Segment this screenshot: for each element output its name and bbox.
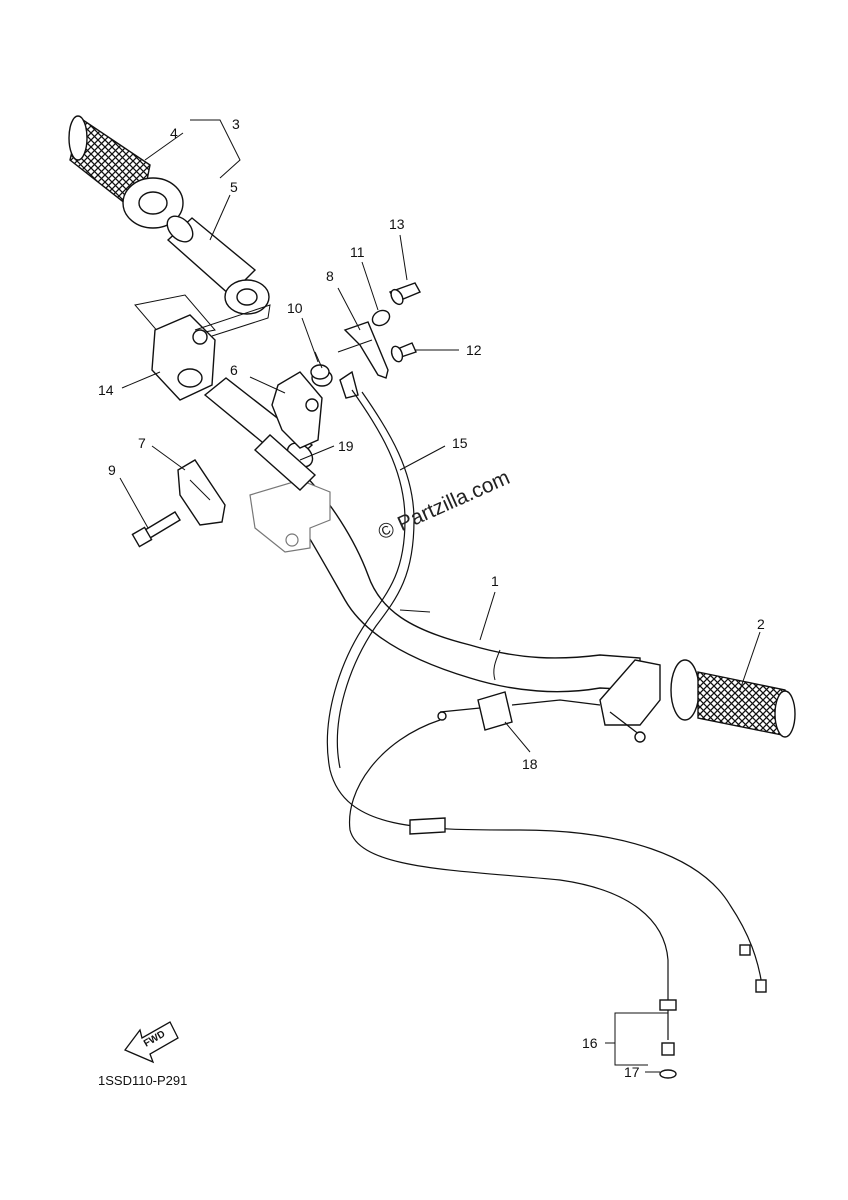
callout-3: 3	[232, 116, 240, 132]
callout-5: 5	[230, 179, 238, 195]
lever-perch	[599, 659, 661, 743]
fwd-arrow-icon: FWD	[123, 1021, 179, 1064]
callouts: 1 2 3 4 5 6 7 8 9 10 11 12 13 14 15 16 1…	[98, 116, 765, 1080]
callout-19: 19	[338, 438, 354, 454]
callout-13: 13	[389, 216, 405, 232]
callout-15: 15	[452, 435, 468, 451]
callout-16: 16	[582, 1035, 598, 1051]
leader-lines	[119, 119, 761, 1073]
cable-guide	[271, 371, 323, 449]
watermark: © Partzilla.com	[375, 466, 514, 545]
throttle-tube-exploded	[166, 215, 270, 315]
callout-2: 2	[757, 616, 765, 632]
callout-17: 17	[624, 1064, 640, 1080]
callout-4: 4	[170, 125, 178, 141]
spring	[310, 351, 333, 387]
callout-12: 12	[466, 342, 482, 358]
screw-13	[388, 282, 421, 306]
callout-1: 1	[491, 573, 499, 589]
throttle-tube	[203, 377, 317, 491]
callout-8: 8	[326, 268, 334, 284]
callout-18: 18	[522, 756, 538, 772]
nut-11	[371, 309, 391, 327]
callout-14: 14	[98, 382, 114, 398]
bar-clamp-ghost	[249, 479, 331, 553]
callout-10: 10	[287, 300, 303, 316]
throttle-cable	[326, 370, 767, 993]
callout-9: 9	[108, 462, 116, 478]
right-grip	[670, 659, 796, 738]
callout-6: 6	[230, 362, 238, 378]
callout-7: 7	[138, 435, 146, 451]
callout-11: 11	[350, 244, 365, 260]
cable-adjuster	[437, 691, 601, 731]
cable-bracket	[337, 321, 389, 379]
diagram-code: 1SSD110-P291	[98, 1073, 187, 1088]
throttle-housing	[134, 294, 216, 401]
bolt-9	[131, 511, 181, 548]
left-grip	[68, 115, 184, 229]
housing-cap	[177, 459, 226, 526]
screw-12	[390, 342, 417, 363]
second-cable	[348, 719, 677, 1079]
